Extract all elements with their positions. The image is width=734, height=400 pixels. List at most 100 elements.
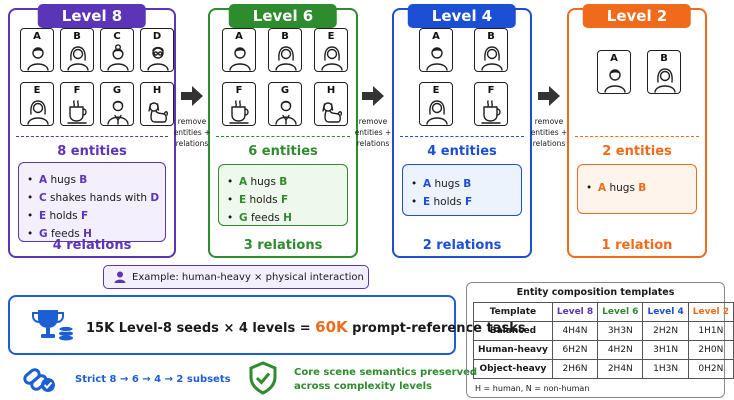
relation-item: •A hugs B [27, 174, 88, 186]
table-title: Entity composition templates [516, 287, 675, 298]
entity-card-f: F [222, 82, 256, 126]
entity-count: 6 entities [248, 144, 318, 159]
template-name: Human-heavy [473, 340, 553, 360]
template-cell: 3H1N [642, 340, 689, 360]
table-header: Level 6 [597, 302, 644, 322]
entity-card-e: E [314, 28, 348, 72]
entity-card-g: G [268, 82, 302, 126]
level-4-panel: Level 4 A B E F 4 entities •A hugs B •E holds … [392, 4, 532, 258]
relation-list: •A hugs B •E holds F [403, 165, 521, 211]
table-header: Level 8 [551, 302, 599, 322]
relations-box: •A hugs B•C shakes hands with D•E holds … [18, 162, 166, 242]
man-suit-icon [107, 100, 129, 125]
arrow-right-icon [538, 86, 560, 110]
relation-count: 2 relations [422, 238, 502, 253]
entity-card-f: F [60, 82, 94, 126]
template-cell: 3H3N [597, 321, 644, 341]
template-cell: 4H2N [597, 340, 644, 360]
table-header: Template [473, 302, 553, 322]
entity-letter: G [112, 85, 122, 96]
entity-letter: F [487, 85, 495, 96]
entity-card-h: H [140, 82, 174, 126]
example-note: Example: human-heavy × physical interact… [103, 265, 369, 289]
woman-icon [426, 100, 448, 125]
entity-card-a: A [597, 50, 631, 94]
level-4-title: Level 4 [407, 4, 517, 28]
cup-icon [67, 100, 87, 124]
divider [216, 136, 350, 137]
template-name: Balanced [473, 321, 553, 341]
entity-letter: F [235, 85, 243, 96]
relation-item: •E holds F [227, 194, 289, 206]
entity-card-a: A [20, 28, 54, 72]
man-icon [604, 69, 626, 93]
entity-letter: E [432, 85, 440, 96]
entity-card-a: A [419, 28, 453, 72]
template-cell: 2H0N [687, 340, 734, 360]
template-cell: 2H4N [597, 359, 644, 379]
entity-card-e: E [419, 82, 453, 126]
trophy-coins-icon [32, 310, 74, 341]
relation-list: •A hugs B [578, 165, 696, 197]
entity-letter: A [235, 31, 243, 42]
entity-letter: G [280, 85, 290, 96]
entity-letter: H [326, 85, 336, 96]
relations-box: •A hugs B •E holds F [402, 164, 522, 216]
entity-card-b: B [474, 28, 508, 72]
entity-count: 8 entities [57, 144, 127, 159]
glasses-man-icon [147, 46, 169, 71]
woman-icon [27, 100, 49, 125]
relation-item: •E holds F [27, 210, 89, 222]
woman-icon [67, 46, 89, 71]
level-2-title: Level 2 [582, 4, 692, 28]
entity-card-c: C [100, 28, 134, 72]
entity-card-h: H [314, 82, 348, 126]
shield-check-icon [249, 361, 277, 395]
template-cell: 0H2N [687, 359, 734, 379]
arrow-right-icon [362, 86, 384, 110]
template-cell: 1H3N [642, 359, 689, 379]
template-name: Object-heavy [473, 359, 553, 379]
entity-count: 4 entities [427, 144, 497, 159]
relations-box: •A hugs B•E holds F•G feeds H [218, 164, 348, 226]
entity-card-b: B [60, 28, 94, 72]
relation-item: •A hugs B [411, 178, 472, 190]
entity-letter: B [281, 31, 289, 42]
cup-icon [481, 100, 501, 124]
relation-item: •E holds F [411, 196, 473, 208]
seed-text: 15K Level-8 seeds × 4 levels = 60K promp… [86, 318, 526, 336]
entity-letter: A [432, 31, 440, 42]
entity-letter: E [33, 85, 41, 96]
man-icon [27, 47, 49, 71]
seed-summary: 15K Level-8 seeds × 4 levels = 60K promp… [8, 295, 526, 355]
entity-letter: H [152, 85, 162, 96]
entity-letter: C [113, 31, 121, 42]
template-cell: 1H1N [687, 321, 734, 341]
table-note: H = human, N = non-human [475, 384, 590, 393]
woman-bun-icon [107, 44, 129, 71]
subsets-text: Strict 8 → 6 → 4 → 2 subsets [75, 374, 231, 385]
dog-icon [322, 102, 342, 123]
entity-card-f: F [474, 82, 508, 126]
template-cell: 6H2N [551, 340, 599, 360]
entity-letter: B [73, 31, 81, 42]
woman-icon [481, 46, 503, 71]
entity-letter: E [327, 31, 335, 42]
relation-list: •A hugs B•C shakes hands with D•E holds … [19, 163, 165, 243]
seed-highlight: 60K [315, 318, 348, 336]
entity-card-b: B [268, 28, 302, 72]
man-suit-icon [275, 100, 297, 125]
relations-box: •A hugs B [577, 164, 697, 214]
arrow-right-icon [181, 86, 203, 110]
table-header: Level 4 [642, 302, 689, 322]
woman-icon [321, 46, 343, 71]
